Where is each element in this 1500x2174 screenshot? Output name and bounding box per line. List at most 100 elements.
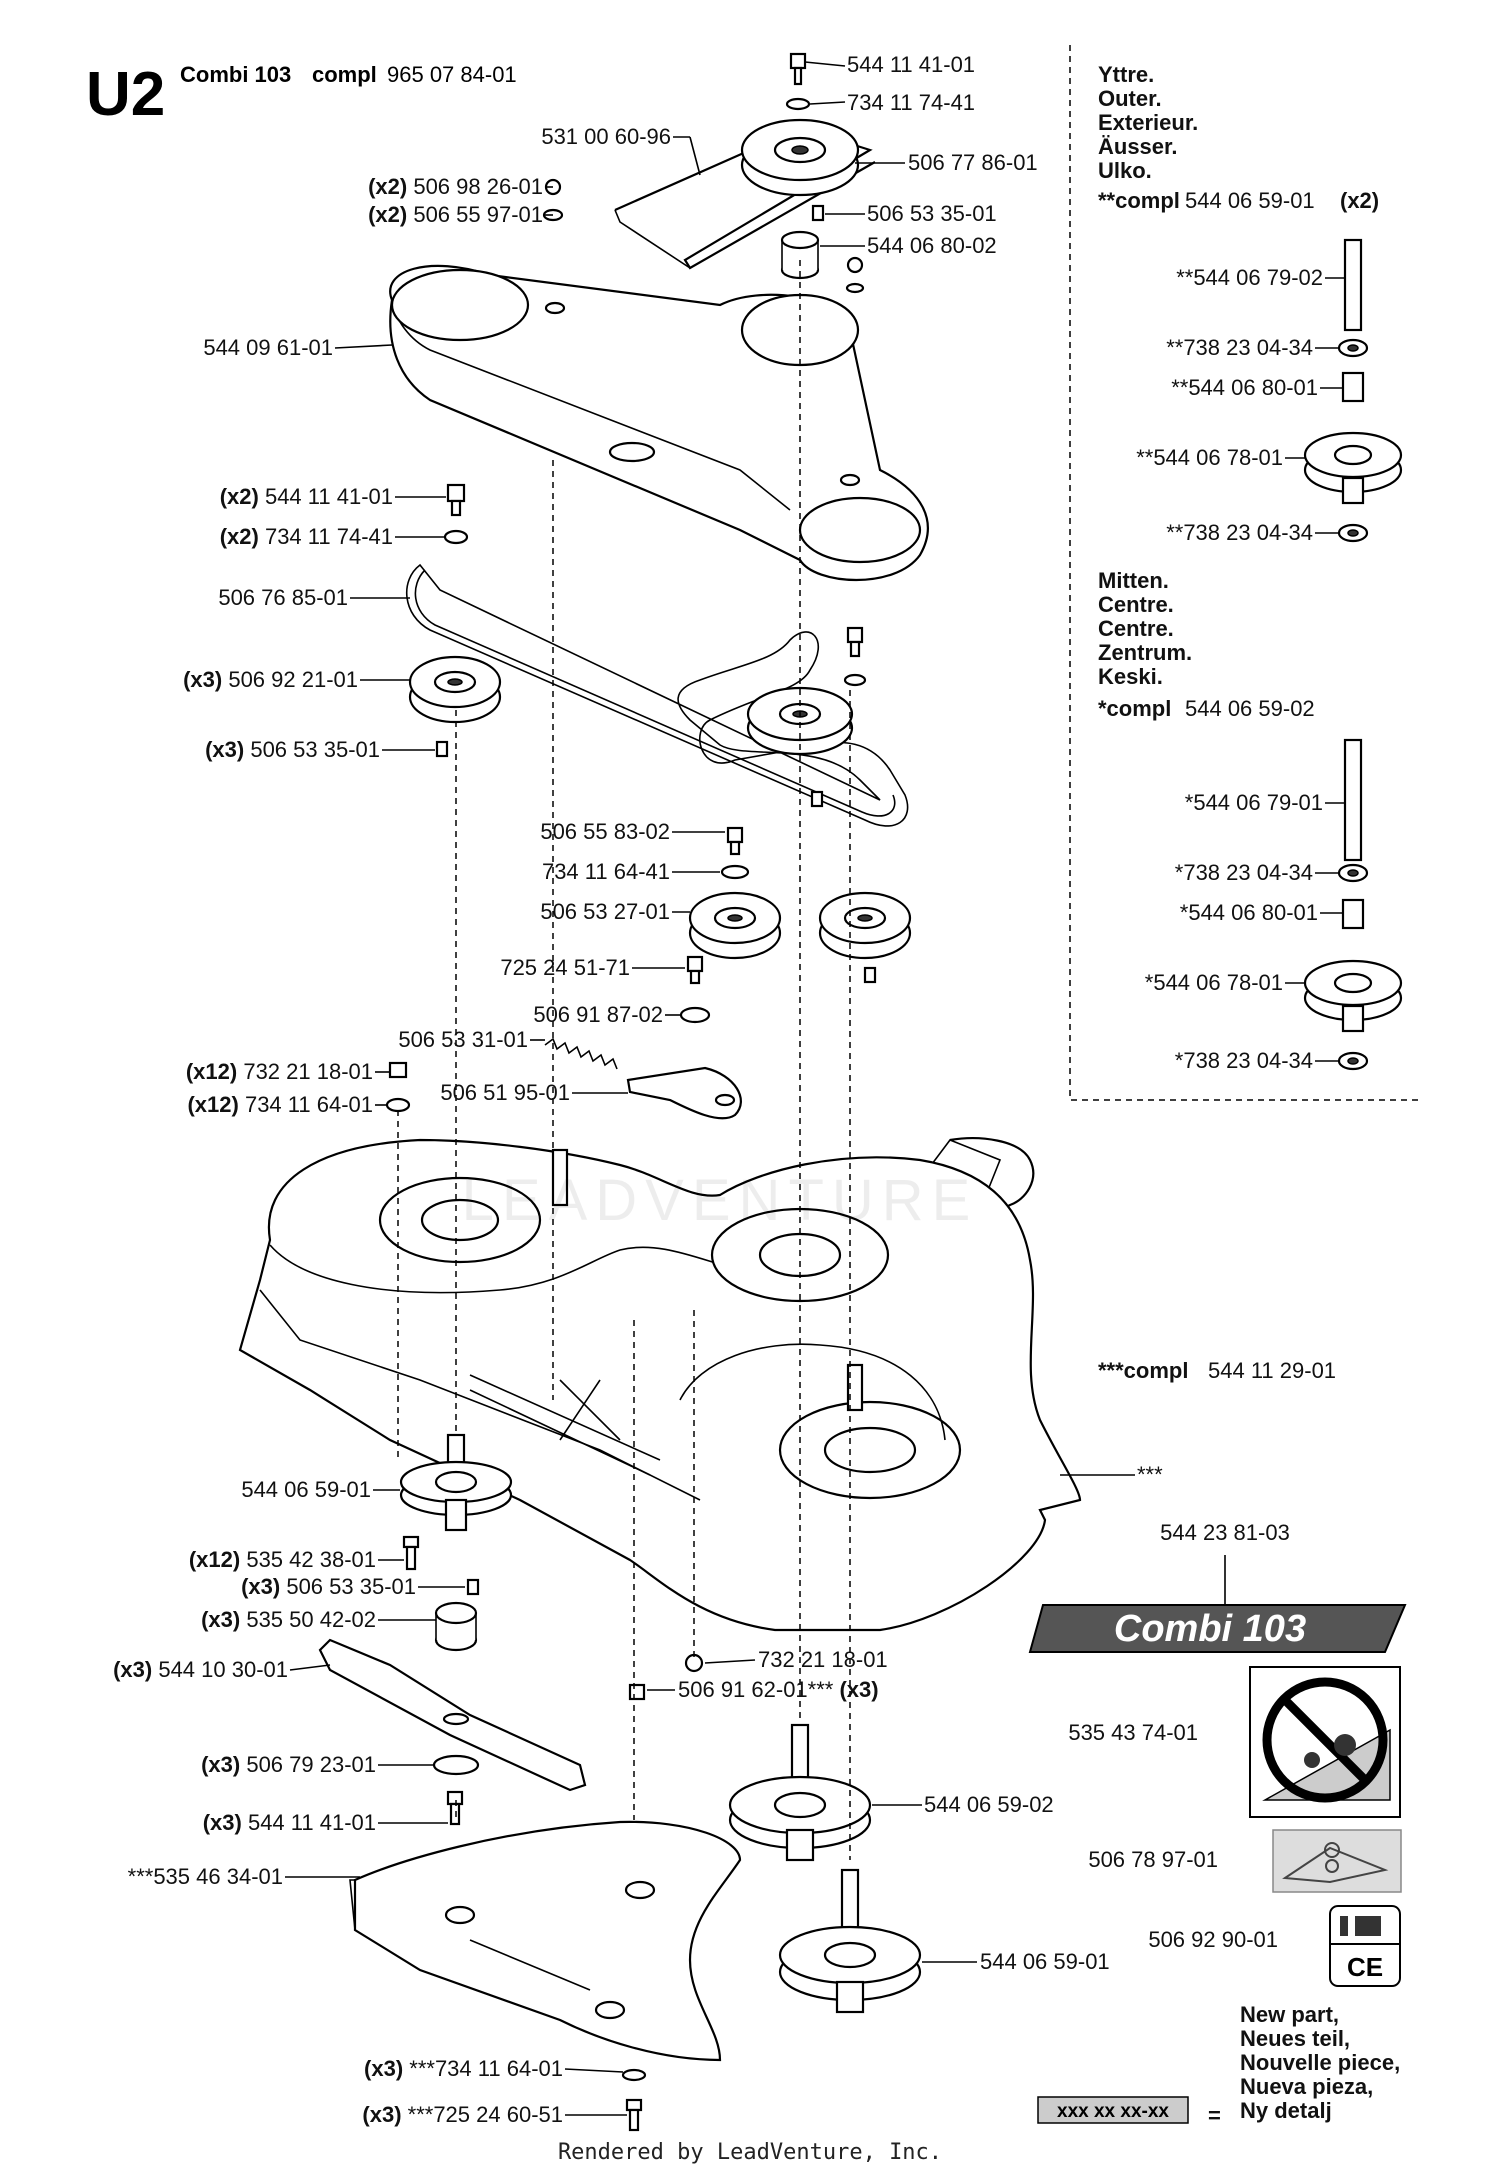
svg-text:Ulko.: Ulko. — [1098, 158, 1152, 183]
part-number: 544 06 59-02 — [924, 1792, 1054, 1817]
part-number: 506 55 97-01 — [413, 202, 543, 227]
part-label: (x3) 506 53 35-01 — [205, 737, 380, 762]
baffle-bolt — [621, 2068, 647, 2132]
small-screw-right — [845, 256, 865, 294]
part-number: 506 53 31-01 — [398, 1027, 528, 1052]
part-number: 535 50 42-02 — [246, 1607, 376, 1632]
part-number: 544 06 59-01 — [241, 1477, 371, 1502]
svg-text:Combi 103: Combi 103 — [1114, 1608, 1306, 1650]
part-label: 544 09 61-01 — [203, 335, 333, 360]
svg-text:Ny detalj: Ny detalj — [1240, 2098, 1332, 2123]
part-label: 544 06 59-01 — [241, 1477, 371, 1502]
tension-arm — [626, 1066, 742, 1120]
part-label: (x12) 535 42 38-01 — [189, 1547, 376, 1572]
part-number: ***734 11 64-01 — [409, 2056, 563, 2081]
dashed-guides — [397, 260, 851, 1860]
part-quantity: (x3) — [201, 1607, 246, 1632]
part-label: 506 91 87-02 — [533, 1002, 663, 1027]
part-number: 506 53 35-01 — [250, 737, 380, 762]
key-part-left — [435, 740, 449, 758]
cover-bolt — [443, 483, 469, 545]
part-number: ***535 46 34-01 — [128, 1864, 283, 1889]
model-name: Combi 103 — [180, 62, 291, 87]
centre-part-shaft: *544 06 79-01 — [1185, 790, 1323, 815]
svg-text:Yttre.: Yttre. — [1098, 62, 1154, 87]
svg-text:=: = — [1208, 2103, 1221, 2128]
part-number: 506 91 62-01*** — [678, 1677, 834, 1702]
svg-text:Neues teil,: Neues teil, — [1240, 2026, 1350, 2051]
part-number: 544 23 81-03 — [1160, 1520, 1290, 1545]
part-label: (x2) 734 11 74-41 — [220, 524, 393, 549]
part-number: 732 21 18-01 — [243, 1059, 373, 1084]
part-quantity: (x3) — [362, 2102, 407, 2127]
part-number: 506 53 35-01 — [286, 1574, 416, 1599]
new-part-legend: New part, Neues teil, Nouvelle piece, Nu… — [1037, 2002, 1400, 2128]
svg-text:Outer.: Outer. — [1098, 86, 1162, 111]
part-number: 544 11 41-01 — [248, 1810, 376, 1835]
outer-part-bearing-bottom: **738 23 04-34 — [1166, 520, 1313, 545]
centre-part-bearing-top: *738 23 04-34 — [1175, 860, 1313, 885]
part-label: 506 92 90-01 — [1148, 1927, 1278, 1952]
tensioner-bolt-2 — [679, 955, 711, 1024]
page-code: U2 — [86, 60, 165, 129]
part-number: 506 55 83-02 — [540, 819, 670, 844]
part-label: 506 91 62-01*** (x3) — [678, 1677, 879, 1702]
part-number: 506 53 27-01 — [540, 899, 670, 924]
part-label: *** — [1137, 1462, 1163, 1487]
centre-heading: Mitten. Centre. Centre. Zentrum. Keski. — [1098, 568, 1192, 689]
spindle-right — [778, 1868, 922, 2014]
part-label: 544 11 41-01 — [847, 52, 975, 77]
tensioner-bolt — [720, 826, 750, 880]
part-label: 506 51 95-01 — [440, 1080, 570, 1105]
part-label: 506 53 31-01 — [398, 1027, 528, 1052]
svg-text:xxx xx xx-xx: xxx xx xx-xx — [1057, 2101, 1169, 2122]
right-idler-pulley — [818, 891, 912, 960]
spindle-centre — [728, 1723, 872, 1862]
part-number: 544 11 41-01 — [265, 484, 393, 509]
part-number: 506 51 95-01 — [440, 1080, 570, 1105]
centre-part-spacer: *544 06 80-01 — [1180, 900, 1318, 925]
part-label: (x12) 734 11 64-01 — [187, 1092, 373, 1117]
part-label: (x2) 506 98 26-01 — [368, 174, 543, 199]
spindle-bolt — [402, 1535, 420, 1571]
part-number: 544 11 41-01 — [847, 52, 975, 77]
part-number: *** — [1137, 1462, 1163, 1487]
watermark: LEADVENTURE — [462, 1168, 979, 1233]
part-quantity: (x3) — [364, 2056, 409, 2081]
spindle-left — [399, 1433, 513, 1532]
outer-part-housing: **544 06 78-01 — [1136, 445, 1283, 470]
part-label: 544 06 80-02 — [867, 233, 997, 258]
part-label: 506 76 85-01 — [218, 585, 348, 610]
part-number: 535 43 74-01 — [1068, 1720, 1198, 1745]
part-label: 544 06 59-02 — [924, 1792, 1054, 1817]
part-label: (x3) 506 53 35-01 — [241, 1574, 416, 1599]
part-label: 506 77 86-01 — [908, 150, 1038, 175]
svg-text:Centre.: Centre. — [1098, 592, 1174, 617]
svg-text:Mitten.: Mitten. — [1098, 568, 1169, 593]
part-number: 535 42 38-01 — [246, 1547, 376, 1572]
part-label: 506 78 97-01 — [1088, 1847, 1218, 1872]
compl-word: compl — [312, 62, 377, 87]
blade-washer — [432, 1754, 480, 1776]
part-quantity: (x3) — [201, 1752, 246, 1777]
outer-compl-number: 544 06 59-01 — [1185, 188, 1315, 213]
footer-credit: Rendered by LeadVenture, Inc. — [557, 2140, 943, 2165]
svg-text:Centre.: Centre. — [1098, 616, 1174, 641]
outer-compl-qty: (x2) — [1340, 188, 1379, 213]
part-label: 544 23 81-03 — [1160, 1520, 1290, 1545]
part-label: ***535 46 34-01 — [128, 1864, 283, 1889]
part-quantity: (x2) — [368, 202, 413, 227]
part-label: 734 11 64-41 — [542, 859, 670, 884]
baffle-plate — [349, 1820, 742, 2062]
part-label: 506 55 83-02 — [540, 819, 670, 844]
part-label: 544 06 59-01 — [980, 1949, 1110, 1974]
svg-text:Nueva pieza,: Nueva pieza, — [1240, 2074, 1373, 2099]
warning-decal — [1249, 1666, 1401, 1818]
pulley-bolt-right — [843, 626, 867, 687]
part-quantity: (x12) — [187, 1092, 244, 1117]
svg-text:CE: CE — [1347, 1952, 1383, 1982]
part-number: 506 92 21-01 — [228, 667, 358, 692]
part-label: (x3) 535 50 42-02 — [201, 1607, 376, 1632]
